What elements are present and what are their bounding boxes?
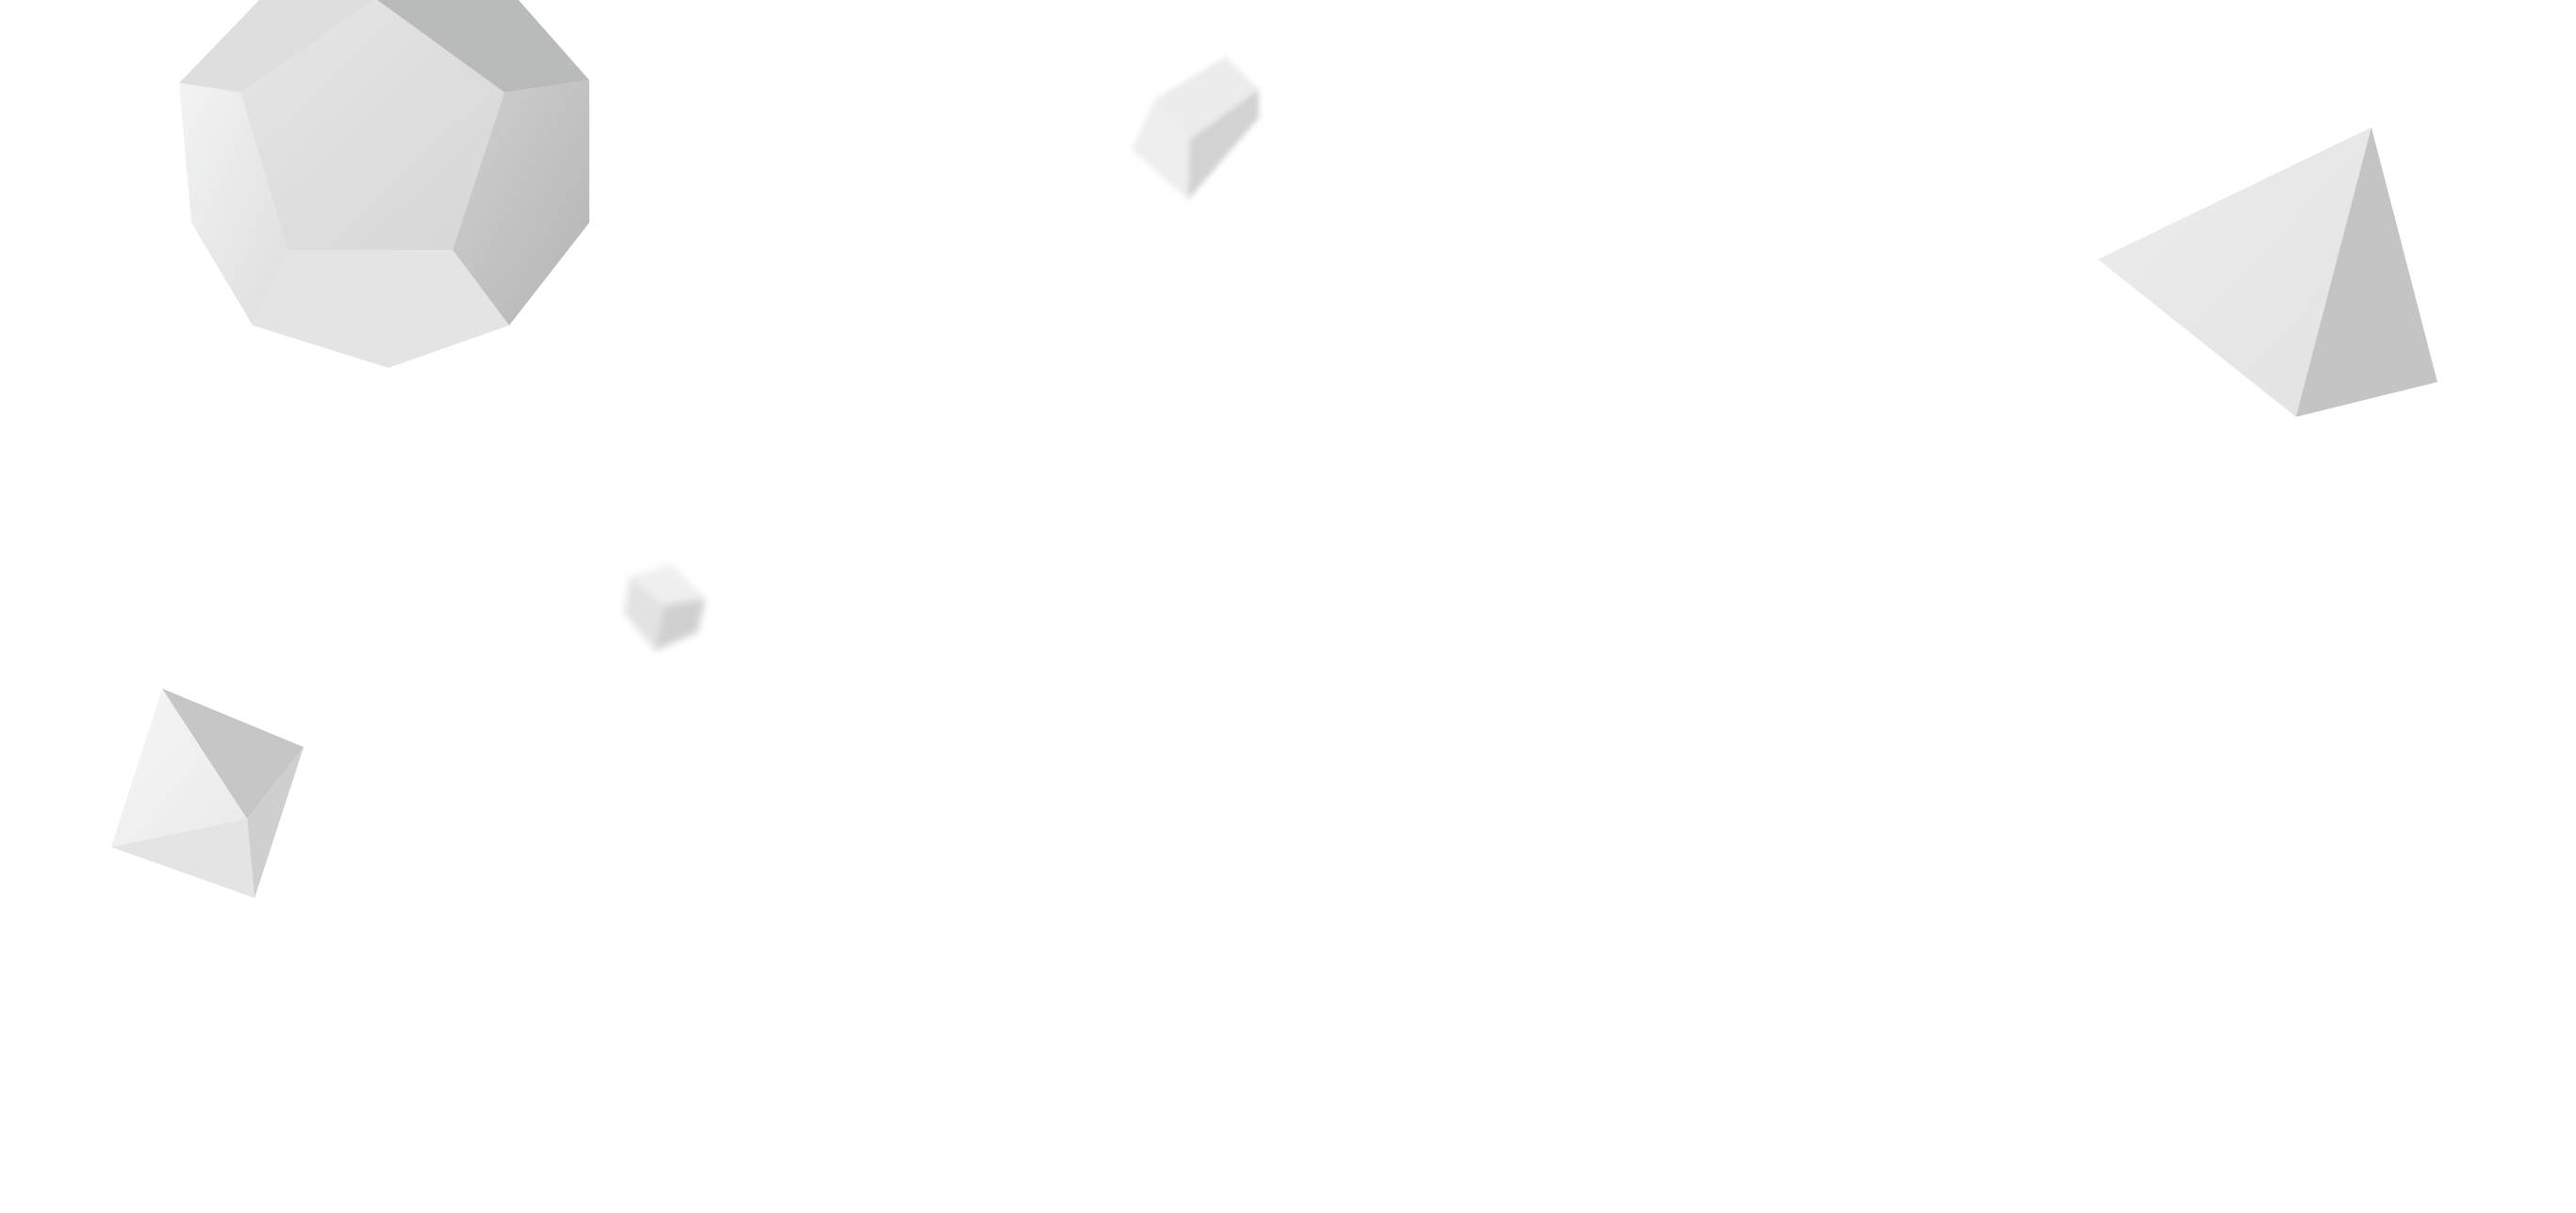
octahedron-shape xyxy=(111,689,304,898)
tetrahedron-shape xyxy=(2098,127,2437,417)
cube-shape xyxy=(1131,57,1259,200)
small-gem-shape xyxy=(624,564,705,651)
dodecahedron-shape xyxy=(179,0,589,368)
